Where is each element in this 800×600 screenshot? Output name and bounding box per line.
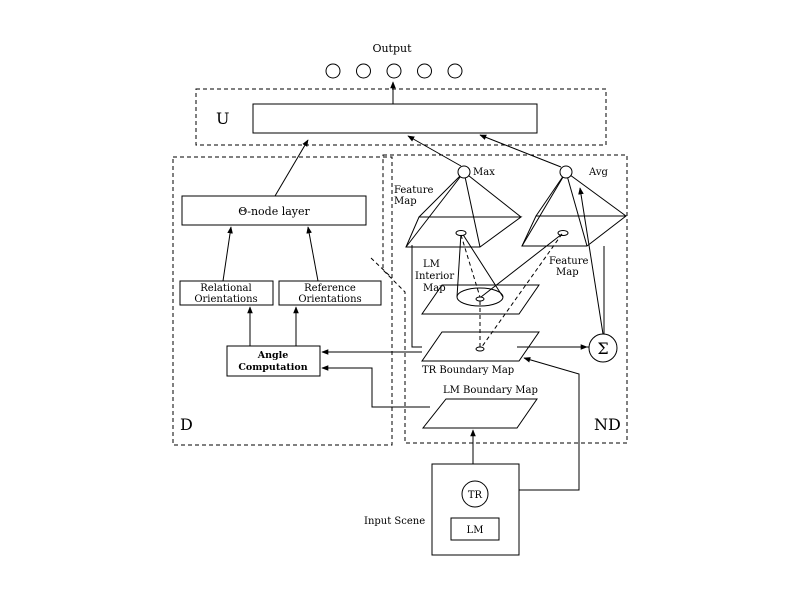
angle-label-line1: Angle (257, 350, 289, 361)
u-region (195, 88, 607, 146)
cone-apex-unit (455, 230, 467, 236)
nd-region (382, 154, 628, 444)
cone-edge (461, 232, 504, 298)
feature-map-left-label-line1: Feature (394, 185, 434, 196)
theta-node-layer-label: Θ-node layer (238, 205, 310, 218)
feature-link-dashed (480, 233, 563, 349)
u-layer-box (252, 103, 538, 134)
lm-boundary-label: LM Boundary Map (443, 385, 538, 396)
feature-map-left-label-line2: Map (394, 196, 417, 207)
output-nodes (325, 63, 463, 79)
cone-base-unit (475, 296, 485, 302)
tr-label: TR (468, 490, 483, 501)
right-feature-unit (557, 230, 569, 236)
feature-link (480, 233, 563, 298)
nd-label: ND (594, 415, 621, 434)
lm-interior-label-line2: Interior (415, 271, 454, 282)
arrow-input-to-tr-boundary (519, 357, 580, 491)
reference-orientations-box (278, 280, 382, 306)
boundary-to-feature-bracket-left (411, 245, 422, 348)
output-node (447, 63, 463, 79)
avg-label: Avg (588, 167, 608, 178)
angle-label-line2: Computation (238, 362, 307, 373)
reference-label-line2: Orientations (298, 294, 361, 305)
lm-interior-label-line3: Map (423, 283, 446, 294)
lm-boundary-map-plane (421, 398, 538, 429)
feature-map-right-label-line2: Map (556, 267, 579, 278)
input-scene-box (431, 463, 520, 556)
input-scene-label: Input Scene (364, 516, 425, 527)
relational-label-line1: Relational (200, 283, 251, 294)
tr-boundary-unit (475, 346, 485, 352)
avg-pyramid-edge (565, 171, 588, 247)
arrow-relational-to-theta (222, 226, 233, 282)
region-step-boundary (370, 257, 393, 279)
output-node (325, 63, 341, 79)
avg-pyramid-edge (535, 171, 567, 217)
u-label: U (216, 109, 229, 128)
lm-object (450, 517, 500, 541)
theta-node-layer-box (181, 195, 367, 226)
arrow-reference-to-theta (306, 226, 319, 282)
d-region (172, 156, 393, 446)
max-pyramid-edge (418, 171, 465, 218)
lm-interior-map-plane (421, 284, 540, 315)
avg-pyramid-edge (521, 171, 567, 247)
output-node (356, 63, 371, 79)
output-node (386, 63, 402, 79)
max-pyramid-edge (463, 171, 522, 218)
cone-axis (460, 234, 481, 298)
max-pyramid-edge (463, 171, 481, 248)
max-node (457, 165, 471, 179)
arrow-lm-boundary-to-angle (321, 365, 430, 408)
tr-boundary-label: TR Boundary Map (422, 365, 514, 376)
relational-label-line2: Orientations (194, 294, 257, 305)
lm-label: LM (467, 525, 484, 536)
output-node (417, 63, 432, 79)
max-pyramid-edge (405, 171, 465, 248)
arrow-avg-to-u (479, 134, 562, 168)
arrow-sigma-to-avg (578, 187, 604, 335)
angle-computation-box (226, 345, 321, 377)
avg-node (559, 165, 573, 179)
relational-orientations-box (179, 280, 274, 306)
lm-interior-label-line1: LM (423, 259, 440, 270)
d-label: D (180, 415, 193, 434)
avg-pyramid-edge (565, 171, 627, 217)
output-label: Output (372, 42, 412, 55)
sigma-label: Σ (597, 339, 608, 358)
feature-map-right-label-line1: Feature (549, 256, 589, 267)
tr-object (461, 480, 489, 508)
arrow-theta-to-u (274, 139, 309, 197)
reference-label-line1: Reference (304, 283, 356, 294)
cone-edge (456, 232, 462, 298)
max-label: Max (473, 167, 495, 178)
tr-boundary-map-plane (421, 331, 540, 362)
arrow-max-to-u (407, 135, 462, 167)
